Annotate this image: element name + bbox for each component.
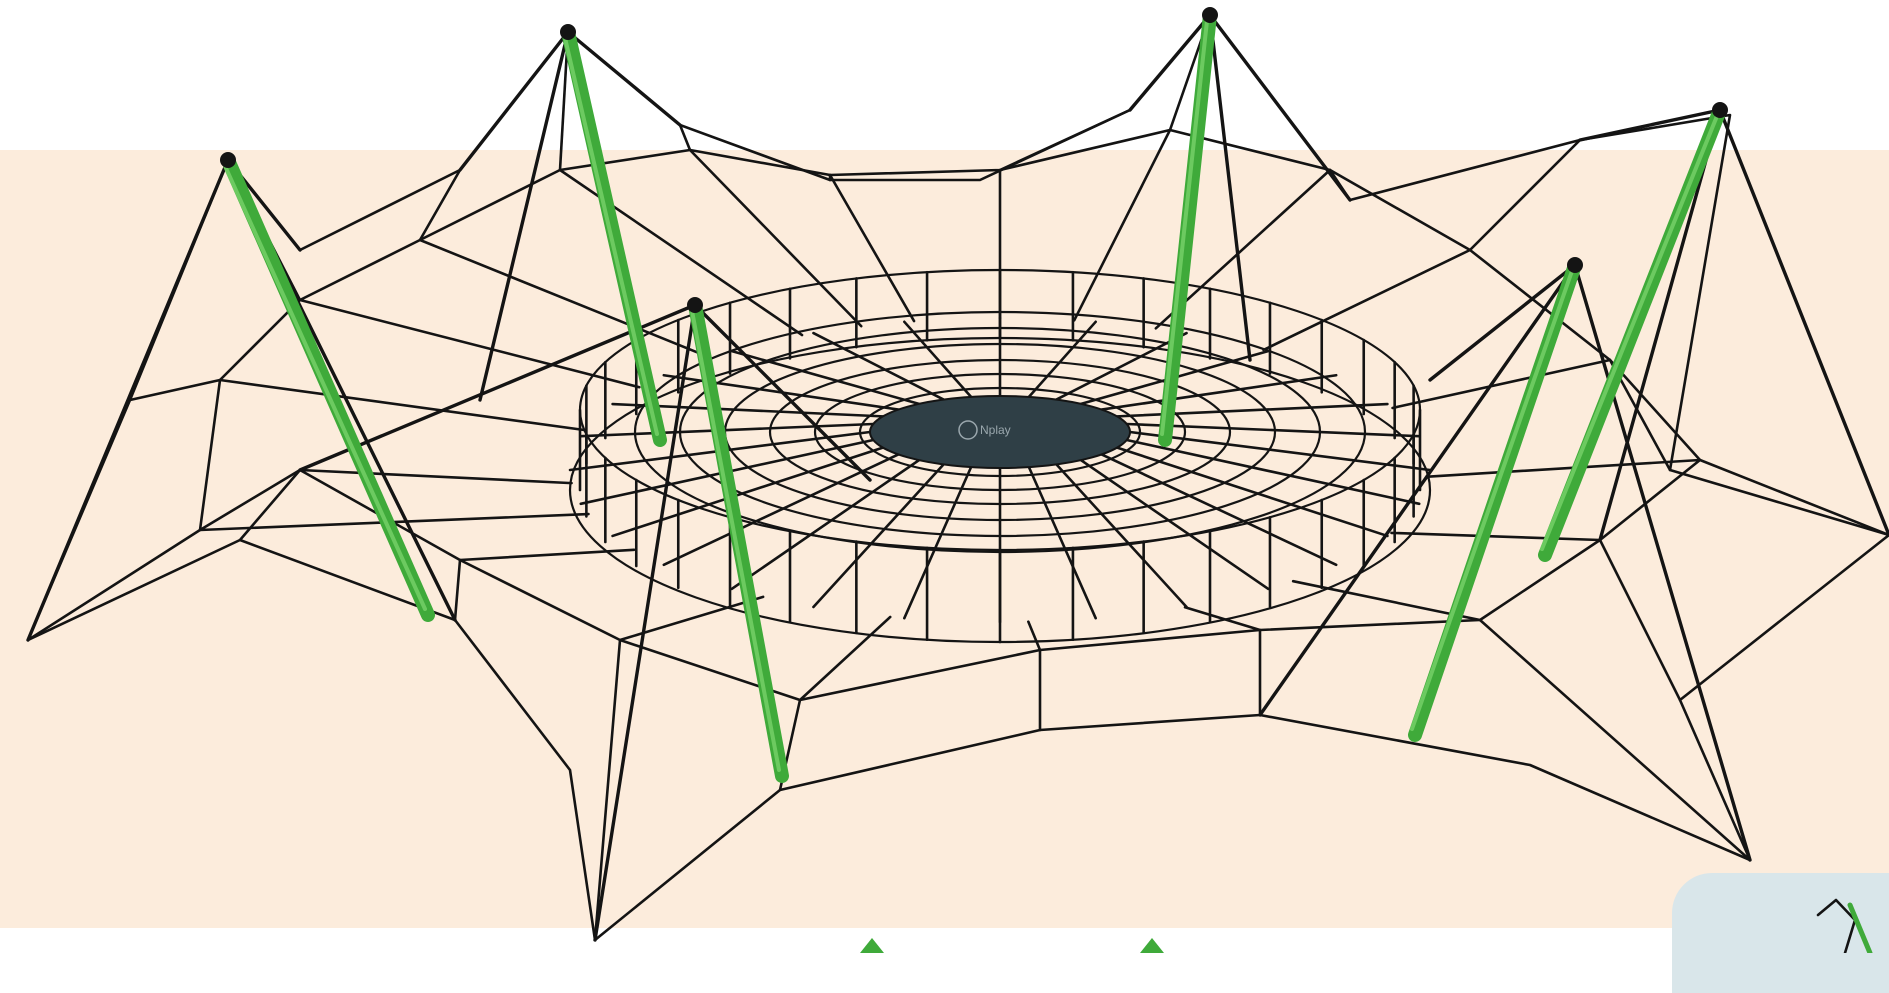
thumbnail-sketch bbox=[1816, 898, 1857, 953]
net-spoke bbox=[1128, 430, 1432, 472]
product-illustration: Nplay bbox=[0, 7, 1889, 993]
net-spoke bbox=[662, 453, 900, 567]
net-link bbox=[798, 615, 892, 702]
net-link-outer bbox=[998, 108, 1132, 172]
net-link-outer bbox=[1478, 618, 1752, 862]
net-link-outer bbox=[128, 378, 222, 402]
net-spoke bbox=[812, 331, 945, 401]
guy-rope bbox=[1578, 108, 1722, 142]
guy-rope bbox=[693, 303, 872, 482]
post-cap bbox=[1567, 257, 1583, 273]
net-link-outer bbox=[418, 168, 462, 242]
net-link bbox=[418, 238, 712, 359]
net-spoke bbox=[579, 422, 875, 438]
net-link-outer bbox=[678, 123, 692, 152]
thumbnail-post bbox=[1847, 902, 1873, 953]
net-link bbox=[1390, 531, 1602, 542]
post-cap bbox=[220, 152, 236, 168]
net-spoke bbox=[1125, 422, 1421, 438]
green-post bbox=[1158, 8, 1217, 447]
bottom-tip-left bbox=[860, 938, 884, 953]
green-post-highlight bbox=[1410, 269, 1574, 731]
net-spoke bbox=[1125, 438, 1421, 506]
guy-rope bbox=[1208, 13, 1352, 202]
net-link bbox=[1262, 248, 1472, 352]
net-spoke bbox=[730, 458, 921, 591]
green-post-highlight bbox=[563, 36, 659, 436]
net-spoke bbox=[903, 465, 973, 620]
green-post bbox=[688, 298, 789, 783]
net-spoke bbox=[812, 463, 945, 609]
guy-rope bbox=[1573, 263, 1752, 862]
center-disc bbox=[869, 395, 1131, 469]
net-link bbox=[1072, 128, 1172, 322]
net-spoke bbox=[1100, 453, 1338, 567]
net-spoke bbox=[611, 446, 885, 538]
net-link bbox=[298, 468, 573, 485]
guy-rope bbox=[26, 158, 230, 642]
net-link bbox=[1183, 605, 1262, 632]
net-link-outer bbox=[1698, 458, 1889, 537]
net-link-outer bbox=[26, 528, 202, 642]
net-link bbox=[1027, 620, 1042, 652]
rope-net-drawing: Nplay bbox=[26, 7, 1889, 953]
net-link-outer bbox=[453, 558, 462, 622]
net-spoke bbox=[1055, 463, 1188, 609]
guy-rope bbox=[458, 30, 570, 172]
net-link bbox=[688, 148, 863, 328]
logo-text: Nplay bbox=[980, 423, 1011, 437]
net-link bbox=[618, 595, 765, 642]
net-link-outer bbox=[1598, 538, 1682, 702]
net-inner-perimeter bbox=[198, 128, 1702, 702]
guy-rope bbox=[1718, 108, 1889, 537]
net-link bbox=[458, 548, 636, 562]
guy-rope bbox=[1208, 13, 1252, 362]
guy-rope bbox=[593, 303, 697, 942]
net-spoke bbox=[1115, 402, 1389, 418]
guy-rope bbox=[1428, 263, 1577, 382]
net-link bbox=[1391, 358, 1612, 410]
post-cap bbox=[687, 297, 703, 313]
net-spoke bbox=[903, 320, 973, 399]
net-perimeter bbox=[26, 13, 1889, 942]
net-spoke bbox=[1027, 320, 1097, 399]
net-spoke bbox=[1027, 465, 1097, 620]
net-spoke bbox=[1055, 331, 1188, 401]
guy-rope bbox=[478, 30, 570, 402]
guy-rope bbox=[1258, 263, 1577, 717]
net-spoke bbox=[1079, 458, 1270, 591]
net-link-outer bbox=[593, 638, 622, 942]
net-spoke bbox=[730, 349, 921, 406]
net-link bbox=[828, 173, 916, 323]
net-spoke bbox=[1100, 373, 1338, 411]
net-link bbox=[298, 298, 641, 389]
guy-rope bbox=[1128, 13, 1212, 112]
bottom-tip-right bbox=[1140, 938, 1164, 953]
green-post-highlight bbox=[1540, 114, 1719, 551]
guy-rope bbox=[1598, 108, 1722, 542]
net-link bbox=[1428, 458, 1702, 478]
guy-rope bbox=[566, 30, 682, 127]
green-post-highlight bbox=[690, 309, 781, 772]
logo-mark bbox=[958, 420, 978, 440]
net-link-outer bbox=[238, 468, 302, 542]
post-cap bbox=[560, 24, 576, 40]
post-cap bbox=[1202, 7, 1218, 23]
post-cap bbox=[1712, 102, 1728, 118]
net-spoke bbox=[1115, 446, 1389, 538]
green-post bbox=[561, 25, 667, 447]
net-link bbox=[218, 378, 587, 432]
green-post-highlight bbox=[223, 164, 427, 611]
net-link-outer bbox=[1468, 138, 1582, 252]
green-post-highlight bbox=[1160, 19, 1209, 436]
net-link bbox=[1291, 579, 1482, 622]
